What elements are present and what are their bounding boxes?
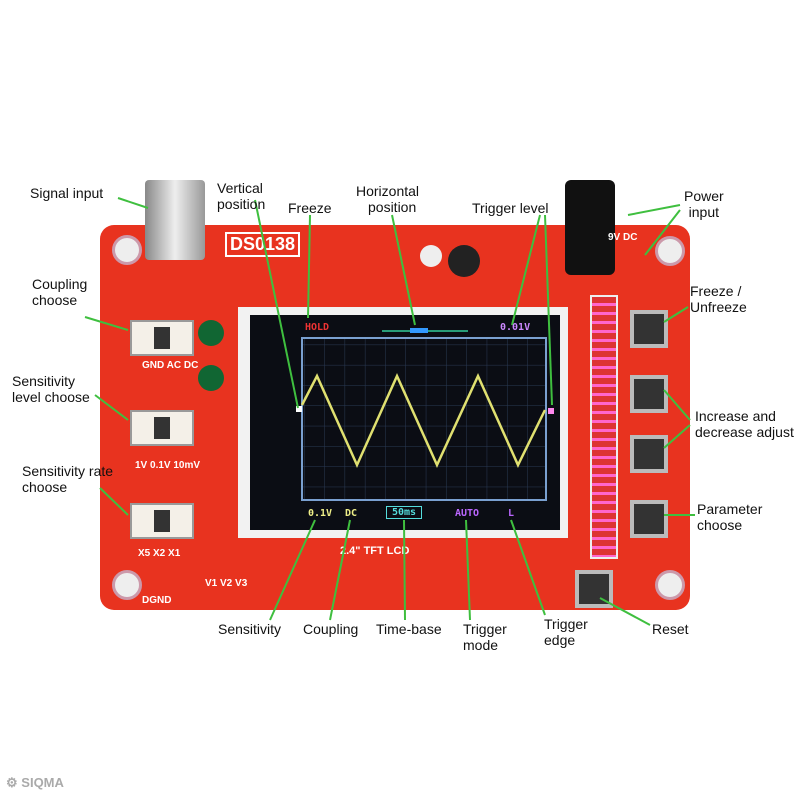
label-line: choose bbox=[22, 479, 68, 495]
grid bbox=[301, 337, 547, 501]
callout-arrows bbox=[84, 197, 695, 626]
label-line: Freeze / bbox=[690, 283, 742, 299]
label-line: position bbox=[368, 199, 417, 215]
label-freeze-unfreeze: Freeze /Unfreeze bbox=[690, 283, 747, 315]
sensitivity-rate-switch[interactable] bbox=[130, 503, 194, 539]
label-line: Trigger bbox=[463, 621, 507, 637]
label-line: Vertical bbox=[217, 180, 263, 196]
watermark: ⚙ SIQMA bbox=[6, 775, 64, 790]
label-coupling: Coupling bbox=[303, 621, 359, 637]
label-line: Parameter bbox=[697, 501, 763, 517]
label-line: position bbox=[217, 196, 266, 212]
trigger-level-readout: 0.01V bbox=[500, 322, 531, 333]
label-line: mode bbox=[463, 637, 499, 653]
parameter-button[interactable] bbox=[630, 500, 668, 538]
label-trigger-level: Trigger level bbox=[472, 200, 549, 216]
label-freeze: Freeze bbox=[288, 200, 332, 216]
waveform-trace bbox=[300, 372, 547, 469]
reset-button[interactable] bbox=[575, 570, 613, 608]
dgnd-mark: DGND bbox=[142, 595, 172, 606]
capacitor bbox=[420, 245, 442, 267]
label-line: Horizontal bbox=[356, 183, 420, 199]
inductor bbox=[448, 245, 480, 277]
label-line: decrease adjust bbox=[695, 424, 794, 440]
mount-hole bbox=[655, 236, 685, 266]
coupling-readout: DC bbox=[345, 508, 358, 519]
sensitivity-marks: 1V 0.1V 10mV bbox=[135, 460, 201, 471]
vertical-position-knob[interactable] bbox=[198, 365, 224, 391]
lcd-label: 2.4" TFT LCD bbox=[340, 545, 410, 557]
label-line: Sensitivity rate bbox=[22, 463, 114, 479]
coupling-marks: GND AC DC bbox=[142, 360, 199, 371]
pin-header bbox=[590, 295, 618, 559]
sensitivity-readout: 0.1V bbox=[308, 508, 333, 519]
hold-indicator: HOLD bbox=[305, 322, 330, 333]
mount-hole bbox=[112, 570, 142, 600]
horizontal-position-marker bbox=[410, 328, 428, 333]
rate-marks: X5 X2 X1 bbox=[138, 548, 181, 559]
mount-hole bbox=[112, 235, 142, 265]
trigger-level-marker bbox=[548, 408, 554, 414]
trigger-edge-readout: L bbox=[508, 508, 515, 519]
time-base-readout: 50ms bbox=[386, 506, 423, 519]
label-line: level choose bbox=[12, 389, 90, 405]
label-line: Increase and bbox=[695, 408, 776, 424]
label-line: edge bbox=[544, 632, 576, 648]
label-sensitivity: Sensitivity bbox=[218, 621, 282, 637]
trigger-mode-readout: AUTO bbox=[455, 508, 480, 519]
increase-button[interactable] bbox=[630, 375, 668, 413]
test-points: V1 V2 V3 bbox=[205, 578, 248, 589]
label-line: Power bbox=[684, 188, 724, 204]
label-line: Coupling bbox=[32, 276, 88, 292]
label-line: input bbox=[688, 204, 720, 220]
label-line: choose bbox=[697, 517, 743, 533]
vertical-position-knob[interactable] bbox=[198, 320, 224, 346]
label-reset: Reset bbox=[652, 621, 689, 637]
power-mark: 9V DC bbox=[608, 232, 638, 243]
label-line: choose bbox=[32, 292, 78, 308]
freeze-button[interactable] bbox=[630, 310, 668, 348]
watermark-text: SIQMA bbox=[21, 775, 64, 790]
power-jack[interactable] bbox=[565, 180, 615, 275]
decrease-button[interactable] bbox=[630, 435, 668, 473]
coupling-switch[interactable] bbox=[130, 320, 194, 356]
label-time-base: Time-base bbox=[376, 621, 442, 637]
label-line: Sensitivity bbox=[12, 373, 76, 389]
sensitivity-level-switch[interactable] bbox=[130, 410, 194, 446]
vertical-position-marker bbox=[296, 406, 302, 412]
bnc-connector[interactable] bbox=[145, 180, 205, 260]
label-signal-input: Signal input bbox=[30, 185, 104, 201]
label-line: Trigger bbox=[544, 616, 588, 632]
label-line: Unfreeze bbox=[690, 299, 747, 315]
mount-hole bbox=[655, 570, 685, 600]
